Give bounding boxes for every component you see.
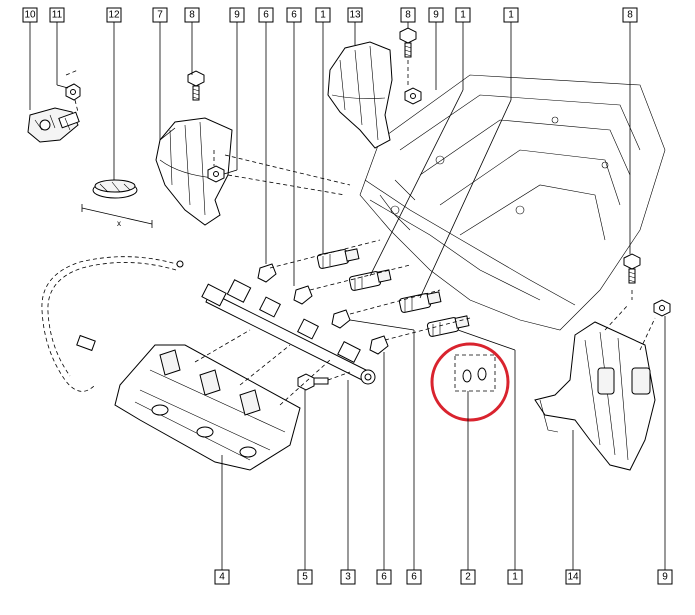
part-4-rail-cover xyxy=(114,344,301,471)
part-6-clips xyxy=(257,263,389,355)
part-12-clamp xyxy=(92,179,138,199)
part-1-injector-c xyxy=(398,291,442,313)
part-9-nut-right xyxy=(653,299,671,317)
svg-text:14: 14 xyxy=(567,572,579,583)
callout-7: 7 xyxy=(152,7,168,23)
svg-text:8: 8 xyxy=(405,10,411,21)
callouts-bottom: 4 5 3 6 6 2 1 14 9 xyxy=(214,569,673,585)
fuel-hose xyxy=(41,256,184,392)
part-8-bolt-right xyxy=(623,253,641,284)
clamp-dimension: x xyxy=(81,204,153,228)
callout-6c: 6 xyxy=(376,569,392,585)
part-1-injector-b xyxy=(348,269,392,291)
callout-10: 10 xyxy=(22,7,38,23)
callout-6a: 6 xyxy=(258,7,274,23)
svg-text:2: 2 xyxy=(465,572,471,583)
svg-text:9: 9 xyxy=(662,572,668,583)
part-1-injector-d xyxy=(426,315,470,337)
svg-text:6: 6 xyxy=(411,572,417,583)
callout-6b: 6 xyxy=(286,7,302,23)
svg-text:4: 4 xyxy=(219,572,225,583)
part-9-nut-left xyxy=(207,150,225,183)
callout-9c: 9 xyxy=(657,569,673,585)
svg-text:1: 1 xyxy=(460,10,466,21)
callout-6d: 6 xyxy=(406,569,422,585)
part-10-connector xyxy=(27,107,80,143)
callout-5: 5 xyxy=(297,569,313,585)
part-3-injection-rail xyxy=(201,279,376,385)
svg-text:8: 8 xyxy=(627,10,633,21)
svg-text:10: 10 xyxy=(24,10,36,21)
callouts-top: 10 11 12 7 8 9 6 6 1 13 8 9 1 1 8 xyxy=(22,7,638,23)
part-11-nut xyxy=(65,69,81,101)
svg-text:5: 5 xyxy=(302,572,308,583)
svg-text:7: 7 xyxy=(157,10,163,21)
leader-lines xyxy=(29,22,666,570)
callout-2: 2 xyxy=(460,569,476,585)
svg-text:9: 9 xyxy=(433,10,439,21)
svg-text:1: 1 xyxy=(508,10,514,21)
part-14-heat-shield xyxy=(534,321,656,471)
svg-text:3: 3 xyxy=(345,572,351,583)
part-8-bolt-top xyxy=(399,27,417,58)
svg-text:6: 6 xyxy=(381,572,387,583)
o-ring-highlight-circle xyxy=(430,342,510,422)
callout-8c: 8 xyxy=(622,7,638,23)
svg-text:1: 1 xyxy=(320,10,326,21)
svg-text:1: 1 xyxy=(512,572,518,583)
callout-9b: 9 xyxy=(428,7,444,23)
part-8-bolt-left xyxy=(187,70,205,101)
svg-text:13: 13 xyxy=(349,10,361,21)
callout-1d: 1 xyxy=(507,569,523,585)
svg-text:12: 12 xyxy=(108,10,120,21)
intake-manifold xyxy=(359,74,666,331)
callout-8b: 8 xyxy=(400,7,416,23)
callout-12: 12 xyxy=(106,7,122,23)
part-13-injector-cover xyxy=(327,41,393,149)
callout-1c: 1 xyxy=(503,7,519,23)
callout-11: 11 xyxy=(49,7,65,23)
callout-1a: 1 xyxy=(315,7,331,23)
callout-4: 4 xyxy=(214,569,230,585)
callout-9: 9 xyxy=(229,7,245,23)
callout-8: 8 xyxy=(184,7,200,23)
callout-14: 14 xyxy=(565,569,581,585)
callout-13: 13 xyxy=(347,7,363,23)
svg-text:6: 6 xyxy=(291,10,297,21)
clamp-dimension-label: x xyxy=(117,219,121,228)
svg-text:11: 11 xyxy=(52,10,63,21)
part-5-rail-bolt xyxy=(297,371,351,391)
callout-1b: 1 xyxy=(455,7,471,23)
part-9-nut-top xyxy=(404,60,422,105)
svg-text:6: 6 xyxy=(263,10,269,21)
callout-3: 3 xyxy=(340,569,356,585)
svg-text:8: 8 xyxy=(189,10,195,21)
part-2-o-rings xyxy=(454,354,496,392)
svg-text:9: 9 xyxy=(234,10,240,21)
assembly-lines xyxy=(74,99,656,406)
